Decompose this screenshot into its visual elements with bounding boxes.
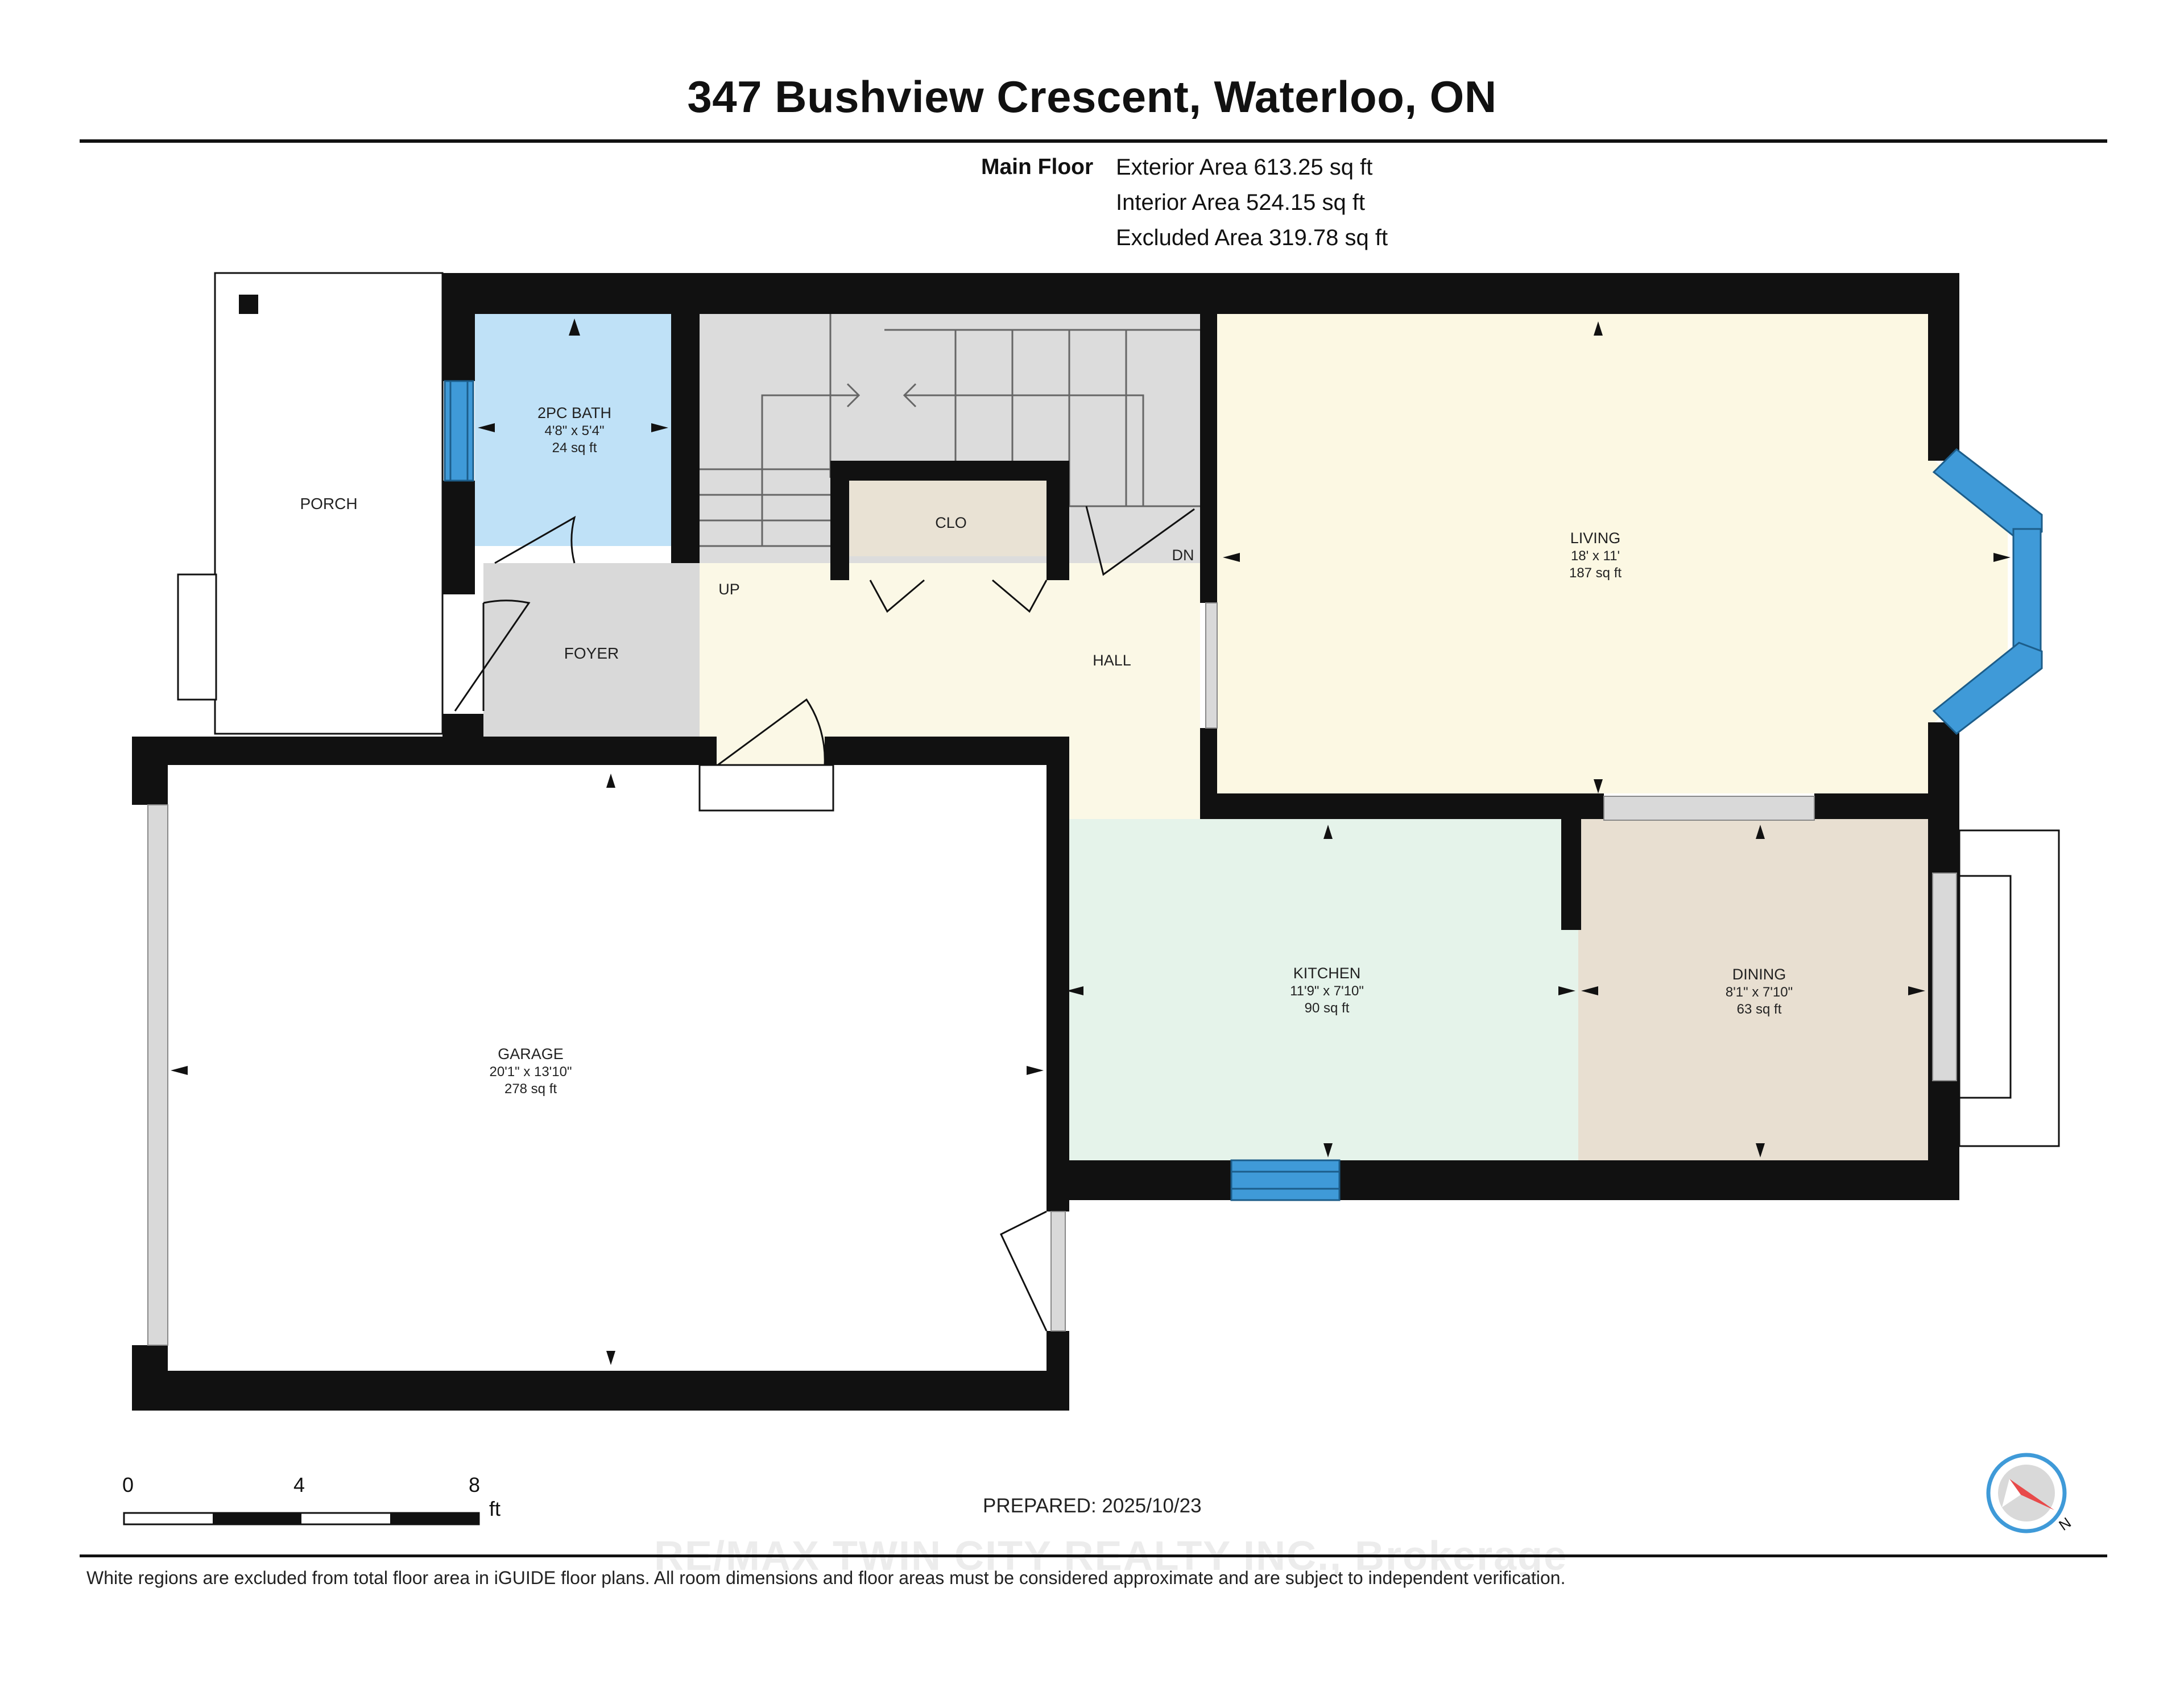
walls bbox=[132, 273, 1959, 1411]
dining-fill bbox=[1578, 819, 1928, 1160]
bath-name: 2PC BATH bbox=[537, 404, 611, 421]
excluded-area: Excluded Area 319.78 sq ft bbox=[1116, 225, 1388, 250]
bath-dims: 4'8" x 5'4" bbox=[545, 423, 605, 439]
kitchen-dims: 11'9" x 7'10" bbox=[1290, 983, 1364, 999]
porch-region bbox=[177, 272, 444, 735]
bath-fill bbox=[475, 314, 671, 546]
staircase bbox=[700, 307, 1200, 547]
garage-dims: 20'1" x 13'10" bbox=[490, 1064, 572, 1080]
closet-name: CLO bbox=[935, 514, 967, 531]
garage-name: GARAGE bbox=[498, 1045, 564, 1062]
living-dims: 18' x 11' bbox=[1571, 548, 1620, 564]
kitchen-area: 90 sq ft bbox=[1305, 1000, 1350, 1016]
interior-area: Interior Area 524.15 sq ft bbox=[1116, 190, 1366, 215]
prepared-date: PREPARED: 2025/10/23 bbox=[983, 1495, 1202, 1517]
floor-name: Main Floor bbox=[981, 155, 1094, 179]
disclaimer-note: White regions are excluded from total fl… bbox=[86, 1568, 1566, 1588]
living-name: LIVING bbox=[1570, 530, 1621, 547]
scale-mark-8: 8 bbox=[469, 1473, 481, 1496]
bath-area: 24 sq ft bbox=[552, 440, 597, 456]
closet-fill bbox=[849, 481, 1046, 556]
kitchen-fill bbox=[1064, 819, 1578, 1160]
dining-dims: 8'1" x 7'10" bbox=[1726, 985, 1793, 1000]
foyer-fill bbox=[483, 563, 700, 737]
dining-name: DINING bbox=[1732, 966, 1786, 983]
kitchen-name: KITCHEN bbox=[1293, 965, 1361, 982]
windows bbox=[444, 380, 2043, 1201]
stairs-up-label: UP bbox=[718, 581, 740, 598]
dimension-arrows bbox=[171, 319, 2011, 1365]
porch-name: PORCH bbox=[300, 495, 357, 512]
doors bbox=[454, 506, 1195, 1332]
stairs-down-label: DN bbox=[1172, 547, 1194, 564]
porch-step bbox=[177, 573, 217, 701]
page-title: 347 Bushview Crescent, Waterloo, ON bbox=[687, 72, 1497, 122]
openings bbox=[147, 602, 1957, 1346]
scale-mark-0: 0 bbox=[122, 1473, 134, 1496]
footer-divider bbox=[80, 1554, 2107, 1557]
compass-icon: N bbox=[1986, 1453, 2074, 1534]
hall-name: HALL bbox=[1093, 652, 1131, 669]
header-divider bbox=[80, 139, 2107, 143]
living-fill bbox=[1217, 314, 2008, 793]
scale-mark-4: 4 bbox=[293, 1473, 305, 1496]
window-mullions bbox=[449, 381, 1339, 1190]
garage-area: 278 sq ft bbox=[504, 1081, 557, 1097]
living-area: 187 sq ft bbox=[1569, 565, 1622, 581]
foyer-name: FOYER bbox=[564, 644, 619, 662]
dining-area: 63 sq ft bbox=[1737, 1002, 1782, 1017]
scale-bar bbox=[123, 1512, 480, 1525]
exterior-area: Exterior Area 613.25 sq ft bbox=[1116, 155, 1373, 180]
exterior-steps bbox=[698, 764, 2060, 1147]
scale-unit: ft bbox=[489, 1497, 501, 1520]
post-marker bbox=[239, 295, 258, 314]
garage-fill bbox=[168, 765, 1046, 1371]
